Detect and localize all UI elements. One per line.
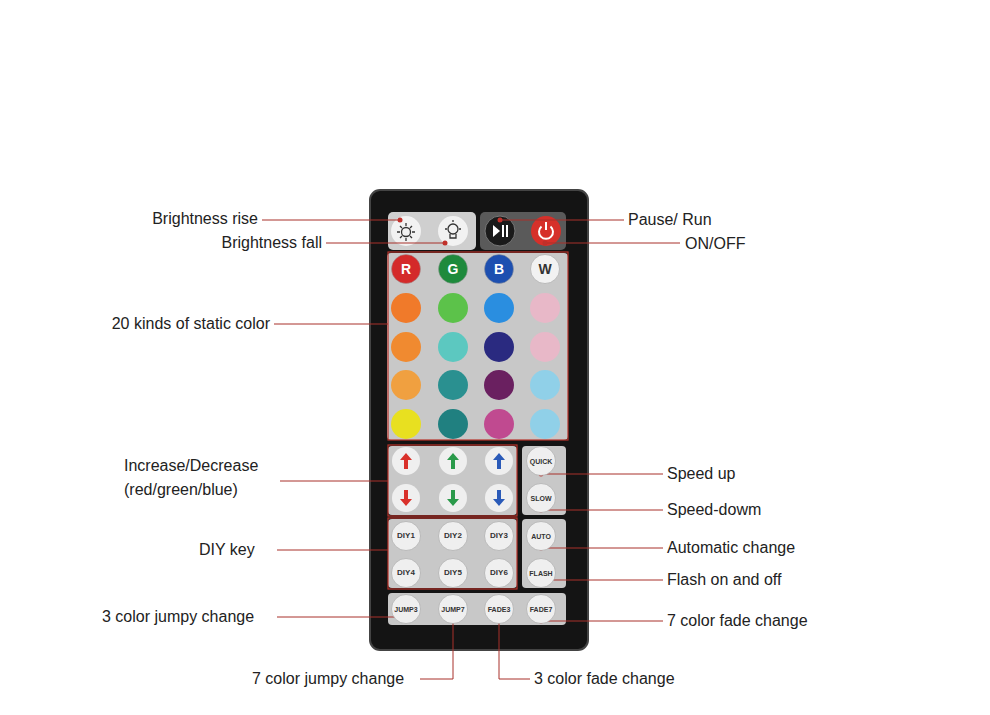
button-label: DIY2 [444, 532, 462, 540]
play-icon [493, 225, 500, 237]
button-circle [439, 255, 468, 284]
remote-button: R [391, 254, 421, 284]
button-circle [527, 484, 556, 513]
remote-button: B [484, 254, 514, 284]
button-circle [485, 559, 514, 588]
pause-icon [506, 225, 508, 237]
button-label: FADE7 [530, 606, 553, 613]
remote-button: JUMP7 [438, 594, 468, 624]
button-label: JUMP7 [441, 606, 464, 613]
button-circle [392, 595, 421, 624]
panel [522, 519, 566, 588]
button-label: G [448, 262, 459, 276]
arrow-buttons [392, 447, 513, 512]
remote-button: AUTO [526, 521, 556, 551]
callout-label: DIY key [199, 538, 255, 562]
button-label: QUICK [530, 458, 553, 465]
callout-label: 7 color jumpy change [252, 667, 404, 691]
button-label: JUMP3 [394, 606, 417, 613]
panel [387, 253, 568, 440]
button-label: FADE3 [488, 606, 511, 613]
color-buttons [391, 293, 560, 439]
remote-button: G [438, 254, 468, 284]
button-label: W [538, 262, 551, 276]
callout-label: ON/OFF [685, 232, 745, 256]
callout-label: Brightness rise [152, 207, 258, 231]
callout-label: Brightness fall [222, 231, 323, 255]
button-label: DIY4 [397, 569, 415, 577]
callout-label: Increase/Decrease (red/green/blue) [124, 454, 276, 502]
bracket-box [388, 252, 568, 589]
remote-button: DIY1 [391, 521, 421, 551]
remote-button: SLOW [526, 483, 556, 513]
button-circle [485, 595, 514, 624]
button-circle [485, 522, 514, 551]
callout-label: Automatic change [667, 536, 795, 560]
button-circle [485, 255, 514, 284]
panel [388, 446, 517, 515]
callout-label: Flash on and off [667, 568, 781, 592]
pause-icon [502, 225, 504, 237]
remote-button: DIY2 [438, 521, 468, 551]
remote-button: W [530, 254, 560, 284]
callout-label: Pause/ Run [628, 208, 712, 232]
button-label: DIY6 [490, 569, 508, 577]
panel [388, 212, 476, 250]
remote-button: FADE3 [484, 594, 514, 624]
leader-dot [398, 218, 548, 624]
callout-label: Speed up [667, 462, 736, 486]
panel [480, 212, 566, 250]
button-circle [527, 522, 556, 551]
callout-label: 3 color jumpy change [102, 605, 254, 629]
bulb-icon [445, 220, 461, 238]
callout-label: 3 color fade change [534, 667, 675, 691]
panel [522, 446, 566, 515]
button-circle [392, 559, 421, 588]
button-label: FLASH [529, 570, 552, 577]
callout-label: 20 kinds of static color [112, 312, 270, 336]
button-circle [392, 255, 421, 284]
button-circle [531, 255, 560, 284]
remote-button: QUICK [526, 446, 556, 476]
power-icon [539, 222, 553, 239]
remote-button: FADE7 [526, 594, 556, 624]
button-circle [439, 559, 468, 588]
button-circle [527, 559, 556, 588]
brightness-down-button [438, 216, 468, 246]
panel [388, 519, 517, 588]
button-label: DIY3 [490, 532, 508, 540]
button-circle [439, 522, 468, 551]
remote-button: DIY5 [438, 558, 468, 588]
leader-line [262, 220, 680, 679]
button-circle [527, 595, 556, 624]
button-circle [527, 447, 556, 476]
button-circle [439, 595, 468, 624]
sun-icon [397, 223, 415, 241]
remote-body [370, 190, 588, 650]
button-label: DIY1 [397, 532, 415, 540]
remote-button: DIY6 [484, 558, 514, 588]
button-label: B [494, 262, 504, 276]
button-label: SLOW [531, 495, 552, 502]
callout-label: Speed-dowm [667, 498, 761, 522]
remote-button: FLASH [526, 558, 556, 588]
button-label: DIY5 [444, 569, 462, 577]
callout-label: 7 color fade change [667, 609, 808, 633]
button-label: AUTO [531, 533, 551, 540]
remote-button: DIY4 [391, 558, 421, 588]
button-label: R [401, 262, 411, 276]
remote-button: JUMP3 [391, 594, 421, 624]
remote-button: DIY3 [484, 521, 514, 551]
panel [388, 593, 566, 625]
button-circle [392, 522, 421, 551]
